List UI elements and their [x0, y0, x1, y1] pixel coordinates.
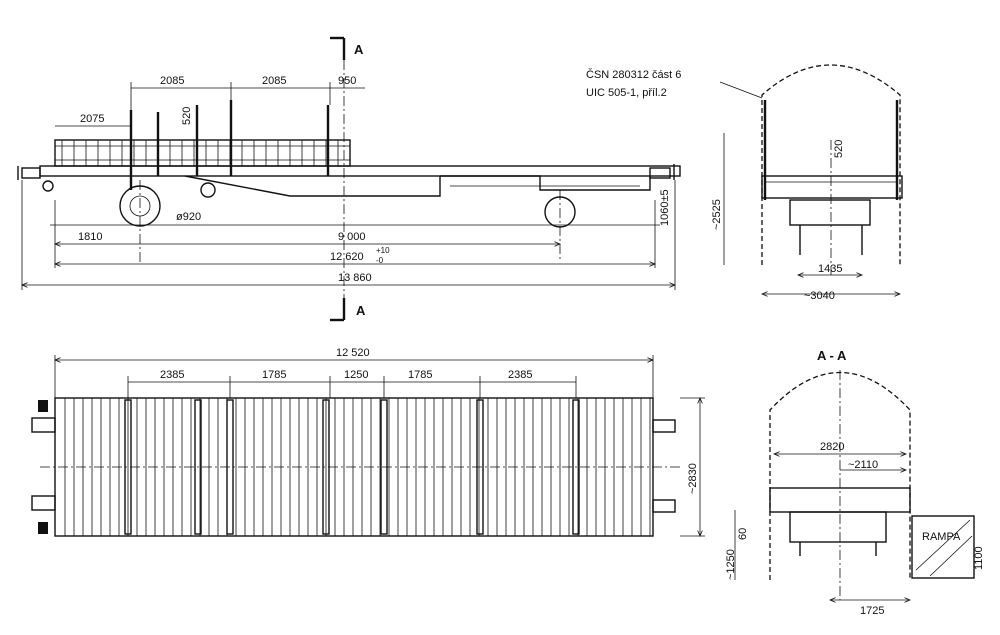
end-view: 520 ~2525 1435 ~3040 ČSN 280312 část 6 U…	[586, 64, 903, 302]
end-gauge-outline	[761, 64, 901, 265]
end-floor	[761, 175, 903, 199]
dim-2110: ~2110	[848, 459, 878, 471]
dim-2075: 2075	[80, 113, 104, 125]
buffers-right	[649, 164, 675, 180]
section-a-a: A - A RAMPA 1100 2820 ~2110 ~1250 60 172…	[725, 348, 985, 617]
side-view: A A	[17, 36, 681, 322]
dim-1725: 1725	[860, 605, 884, 617]
dim-1810: 1810	[78, 231, 102, 243]
side-rack	[54, 139, 351, 167]
dim-2820: 2820	[820, 441, 844, 453]
dim-ramp-1100: 1100	[973, 546, 985, 570]
dim-3040: ~3040	[804, 290, 835, 302]
tol-minus: -0	[376, 256, 384, 265]
dim-2385-b: 2385	[508, 369, 532, 381]
dim-1250: 1250	[344, 369, 368, 381]
buffers-left	[17, 166, 54, 192]
dim-1435: 1435	[818, 263, 842, 275]
dim-2085-a: 2085	[160, 75, 184, 87]
ramp-label: RAMPA	[922, 531, 961, 543]
section-title: A - A	[817, 348, 847, 363]
plan-segment-dims: 2385 1785 1250 1785 2385	[127, 369, 577, 398]
dim-2830: ~2830	[687, 463, 699, 494]
standard-note-1: ČSN 280312 část 6	[586, 68, 681, 81]
section-marker-top: A	[354, 42, 364, 57]
plan-view: 12 520 2385 1785 1250 1785 2385 ~2830	[31, 347, 705, 536]
rack-slats	[55, 145, 350, 161]
underframe-top	[39, 165, 681, 177]
dim-60: 60	[737, 528, 749, 540]
plan-buffers-left	[31, 400, 56, 534]
dim-12520: 12 520	[336, 347, 370, 359]
fishbelly-beam	[184, 175, 441, 197]
plan-buffers-right	[652, 419, 676, 513]
dim-buffer-height: 1060±5	[659, 189, 671, 226]
dim-wheel-diameter: ø920	[176, 211, 201, 223]
dim-950: 950	[338, 75, 356, 87]
brake-wheel	[200, 182, 216, 198]
standard-note-2: UIC 505-1, příl.2	[586, 87, 667, 99]
dim-520-end: 520	[833, 140, 845, 158]
dim-2525: ~2525	[711, 199, 723, 230]
dim-2385-a: 2385	[160, 369, 184, 381]
dim-2085-b: 2085	[262, 75, 286, 87]
dim-1785-a: 1785	[262, 369, 286, 381]
end-bogie	[789, 199, 871, 226]
frame-rear	[440, 175, 651, 191]
ramp-block	[911, 515, 975, 579]
dim-1250-section: ~1250	[725, 549, 737, 580]
section-marker-bottom: A	[356, 303, 366, 318]
side-bottom-dims: 1810 9 000 12 620 +10 -0 13 860	[22, 180, 675, 290]
tol-plus: +10	[376, 246, 390, 255]
section-bogie	[789, 511, 887, 543]
dim-12620: 12 620	[330, 251, 364, 263]
dim-9000: 9 000	[338, 231, 366, 243]
dim-13860: 13 860	[338, 272, 372, 284]
dim-1785-b: 1785	[408, 369, 432, 381]
dim-520-side: 520	[181, 107, 193, 125]
section-gauge-outline	[769, 371, 911, 580]
side-top-dims: 2085 2085 950 2075 520 ø920 1060±5	[55, 75, 671, 226]
stanchions	[129, 100, 330, 190]
